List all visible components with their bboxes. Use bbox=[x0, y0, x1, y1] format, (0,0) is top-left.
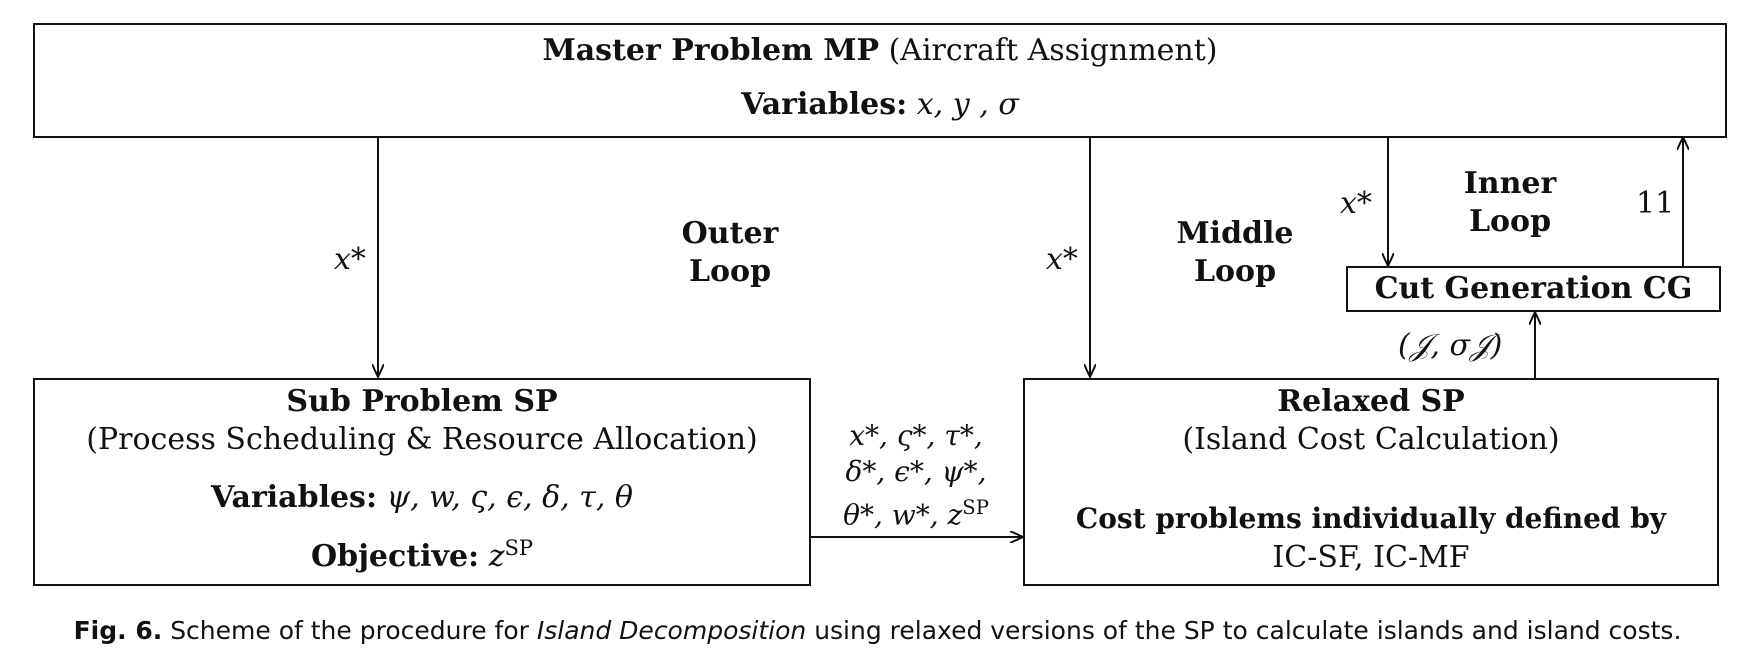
sp-output-line1: x*, ς*, τ*, bbox=[849, 419, 983, 452]
master-vars: x, y , σ bbox=[916, 87, 1019, 122]
master-title-line: Master Problem MP (Aircraft Assignment) bbox=[35, 33, 1725, 68]
sub-vars: ψ, w, ς, ϵ, δ, τ, θ bbox=[386, 480, 633, 515]
return-number-label: 11 bbox=[1636, 186, 1675, 221]
middle-loop-label: Middle Loop bbox=[1160, 215, 1310, 291]
inner-loop-line1: Inner bbox=[1463, 166, 1557, 201]
sub-vars-label: Variables: bbox=[211, 480, 378, 515]
sub-problem-box: Sub Problem SP (Process Scheduling & Res… bbox=[33, 378, 811, 586]
caption-pre: Scheme of the procedure for bbox=[170, 616, 529, 645]
master-vars-label: Variables: bbox=[741, 87, 908, 122]
relaxed-cost-label: Cost problems individually defined by bbox=[1075, 502, 1667, 535]
master-problem-box: Master Problem MP (Aircraft Assignment) … bbox=[33, 23, 1727, 138]
sp-output-line3: θ*, w*, zSP bbox=[826, 490, 1006, 533]
sub-obj-label: Objective: bbox=[310, 539, 480, 574]
outer-loop-line1: Outer bbox=[681, 216, 779, 251]
master-subtitle: (Aircraft Assignment) bbox=[888, 33, 1218, 68]
sub-title: Sub Problem SP bbox=[286, 384, 558, 419]
master-vars-line: Variables: x, y , σ bbox=[35, 87, 1725, 122]
sub-subtitle: (Process Scheduling & Resource Allocatio… bbox=[86, 422, 758, 457]
inner-loop-line2: Loop bbox=[1468, 204, 1552, 239]
sub-objective-line: Objective: zSP bbox=[35, 536, 809, 574]
outer-loop-label: Outer Loop bbox=[660, 215, 800, 291]
middle-loop-line1: Middle bbox=[1176, 216, 1294, 251]
sub-obj-var: z bbox=[488, 539, 505, 574]
relaxed-subtitle: (Island Cost Calculation) bbox=[1182, 422, 1560, 457]
middle-loop-line2: Loop bbox=[1193, 254, 1277, 289]
figure-caption: Fig. 6. Scheme of the procedure for Isla… bbox=[0, 616, 1755, 645]
caption-italic: Island Decomposition bbox=[536, 616, 807, 645]
sp-output-label: x*, ς*, τ*, δ*, ϵ*, ψ*, θ*, w*, zSP bbox=[826, 418, 1006, 533]
sub-vars-line: Variables: ψ, w, ς, ϵ, δ, τ, θ bbox=[35, 480, 809, 515]
cut-generation-box: Cut Generation CG bbox=[1346, 266, 1721, 312]
cg-title: Cut Generation CG bbox=[1374, 271, 1693, 306]
caption-fig-label: Fig. 6. bbox=[73, 616, 163, 645]
sp-output-line3-main: θ*, w*, z bbox=[843, 498, 963, 532]
relaxed-cost-values: IC-SF, IC-MF bbox=[1272, 540, 1470, 575]
outer-loop-line2: Loop bbox=[688, 254, 772, 289]
master-title: Master Problem MP bbox=[542, 33, 880, 68]
middle-x-star-label: x* bbox=[1046, 242, 1078, 277]
cg-input-label: (𝒥, σ𝒥) bbox=[1398, 328, 1503, 363]
inner-x-star-label: x* bbox=[1340, 186, 1372, 221]
outer-x-star-label: x* bbox=[334, 242, 366, 277]
relaxed-title: Relaxed SP bbox=[1277, 384, 1465, 419]
sp-output-line3-sup: SP bbox=[962, 496, 989, 519]
relaxed-sp-box: Relaxed SP (Island Cost Calculation) Cos… bbox=[1023, 378, 1719, 586]
caption-post: using relaxed versions of the SP to calc… bbox=[814, 616, 1682, 645]
sub-obj-sup: SP bbox=[504, 536, 534, 560]
sp-output-line2: δ*, ϵ*, ψ*, bbox=[845, 455, 987, 488]
inner-loop-label: Inner Loop bbox=[1445, 165, 1575, 241]
